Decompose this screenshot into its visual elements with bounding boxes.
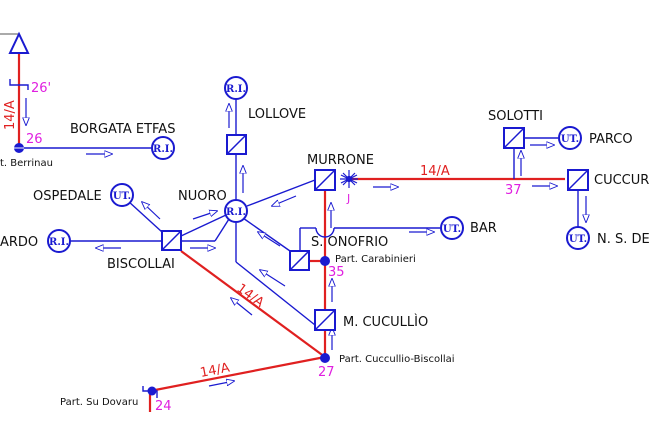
label-murrone: MURRONE: [307, 153, 374, 168]
label-bar: BAR: [470, 221, 497, 236]
flow-arrow: [272, 195, 297, 206]
flow-arrow: [258, 232, 281, 247]
station-box-lollove[interactable]: [226, 134, 247, 155]
junction-star-icon: [340, 170, 358, 188]
ut-node-ospedale[interactable]: UT.: [110, 183, 134, 207]
ri-node-lollove[interactable]: R.I.: [224, 76, 248, 100]
ri-symbol-text: R.I.: [226, 207, 246, 218]
station-box-cuccuru[interactable]: [567, 169, 589, 191]
label-s-onofrio: S. ONOFRIO: [311, 235, 388, 250]
label-ns-de: N. S. DE: [597, 232, 650, 247]
ri-node-ardo[interactable]: R.I.: [47, 229, 71, 253]
route-label-vertical: 14/A: [3, 100, 18, 130]
route-label-diagonal: 14/A: [234, 281, 267, 311]
ut-symbol-text: UT.: [113, 191, 131, 202]
flow-arrow: [142, 202, 161, 220]
ri-symbol-text: R.I.: [49, 237, 69, 248]
main-line-segment: [180, 250, 326, 358]
ri-node-nuoro[interactable]: R.I.: [224, 199, 248, 223]
station-box-s-onofrio[interactable]: [289, 250, 310, 271]
flow-arrow: [260, 270, 286, 287]
node-number-27: 27: [318, 365, 335, 380]
ut-symbol-text: UT.: [561, 134, 579, 145]
valve-bracket-icon: [9, 79, 29, 90]
label-parco: PARCO: [589, 132, 633, 147]
main-line-segment: [149, 355, 326, 393]
ut-node-parco[interactable]: UT.: [558, 126, 582, 150]
label-ospedale: OSPEDALE: [33, 189, 102, 204]
station-box-solotti[interactable]: [503, 127, 525, 149]
reservoir-triangle-icon: [8, 31, 30, 54]
label-cucullio-biscollai: Part. Cuccullio-Biscollai: [339, 354, 455, 365]
junction-dot-carabinieri[interactable]: [320, 256, 330, 266]
node-number-37: 37: [505, 183, 522, 198]
node-number-24: 24: [155, 399, 172, 414]
junction-dot-cucullio-biscollai[interactable]: [320, 353, 330, 363]
node-number-35: 35: [328, 265, 345, 280]
ut-node-bar[interactable]: UT.: [440, 216, 464, 240]
label-m-cucullio: M. CUCULLÌO: [343, 314, 428, 330]
flow-arrow: [231, 298, 253, 316]
label-biscollai: BISCOLLAI: [107, 257, 175, 272]
ri-symbol-text: R.I.: [153, 144, 173, 155]
ut-node-ns-de[interactable]: UT.: [566, 226, 590, 250]
node-number-26: 26: [26, 132, 43, 147]
station-box-m-cucullio[interactable]: [314, 309, 336, 331]
station-box-murrone[interactable]: [314, 169, 336, 191]
route-label-su-dovaru: 14/A: [199, 360, 231, 380]
ut-symbol-text: UT.: [443, 224, 461, 235]
label-berrinau: t. Berrinau: [0, 158, 53, 169]
ut-symbol-text: UT.: [569, 234, 587, 245]
label-cuccuru: CUCCUR: [594, 173, 649, 188]
flow-arrow: [192, 211, 217, 220]
label-su-dovaru: Part. Su Dovaru: [60, 397, 138, 408]
label-borgata-etfas: BORGATA ETFAS: [70, 122, 175, 137]
label-carabinieri: Part. Carabinieri: [335, 254, 416, 265]
label-nuoro: NUORO: [178, 189, 227, 204]
node-number-26p: 26': [31, 81, 51, 96]
flow-arrows: [26, 98, 586, 387]
flow-arrow: [208, 381, 234, 387]
route-label-murrone: 14/A: [420, 164, 450, 179]
node-number-j: J: [346, 192, 350, 205]
label-lollove: LOLLOVE: [248, 107, 306, 122]
junction-dot-su-dovaru[interactable]: [147, 386, 157, 396]
ri-symbol-text: R.I.: [226, 84, 246, 95]
label-solotti: SOLOTTI: [488, 109, 543, 124]
label-ardo: ARDO: [0, 235, 38, 250]
station-box-biscollai[interactable]: [161, 230, 182, 251]
ri-node-borgata-etfas[interactable]: R.I.: [151, 136, 175, 160]
